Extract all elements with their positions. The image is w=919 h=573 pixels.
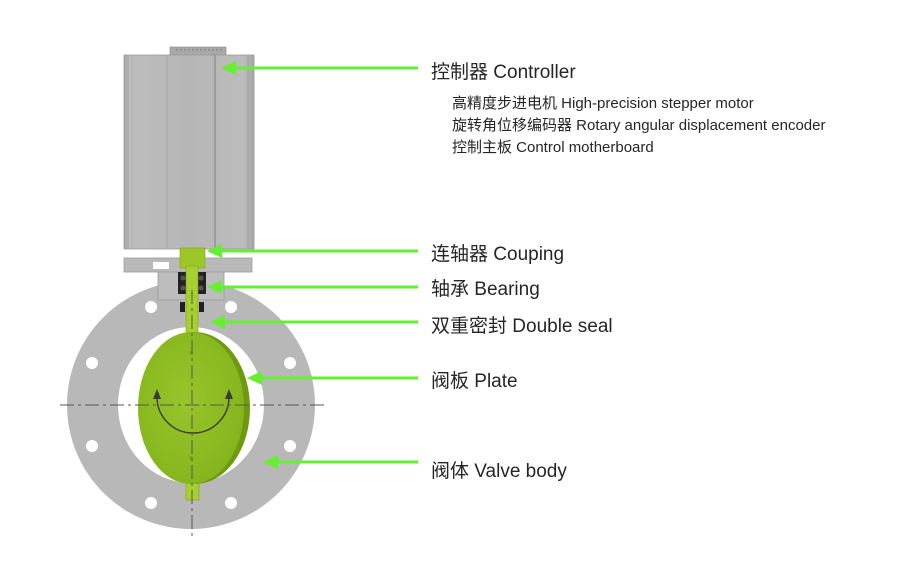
arrow-controller — [221, 61, 418, 75]
label-motherboard: 控制主板 Control motherboard — [452, 139, 654, 156]
label-stepper-motor: 高精度步进电机 High-precision stepper motor — [452, 95, 754, 112]
bolt-holes — [86, 301, 296, 509]
label-double-seal: 双重密封 Double seal — [431, 316, 613, 337]
arrow-bearing — [207, 280, 418, 294]
label-coupling: 连轴器 Couping — [431, 244, 565, 265]
controller-housing — [123, 46, 255, 250]
label-encoder: 旋转角位移编码器 Rotary angular displacement enc… — [452, 117, 826, 134]
arrow-valve-body — [263, 455, 418, 469]
arrow-plate — [247, 371, 418, 385]
label-valve-body: 阀体 Valve body — [431, 461, 567, 482]
label-plate: 阀板 Plate — [431, 371, 518, 392]
rotation-arrow-icon — [153, 389, 233, 434]
coupling — [179, 247, 206, 269]
label-controller: 控制器 Controller — [431, 62, 576, 83]
leader-arrows — [207, 61, 418, 469]
arrow-double-seal — [210, 315, 418, 329]
bearing — [178, 272, 206, 294]
arrow-coupling — [207, 244, 418, 258]
center-lines — [60, 290, 325, 540]
valve-plate — [138, 332, 250, 484]
label-bearing: 轴承 Bearing — [431, 279, 540, 300]
